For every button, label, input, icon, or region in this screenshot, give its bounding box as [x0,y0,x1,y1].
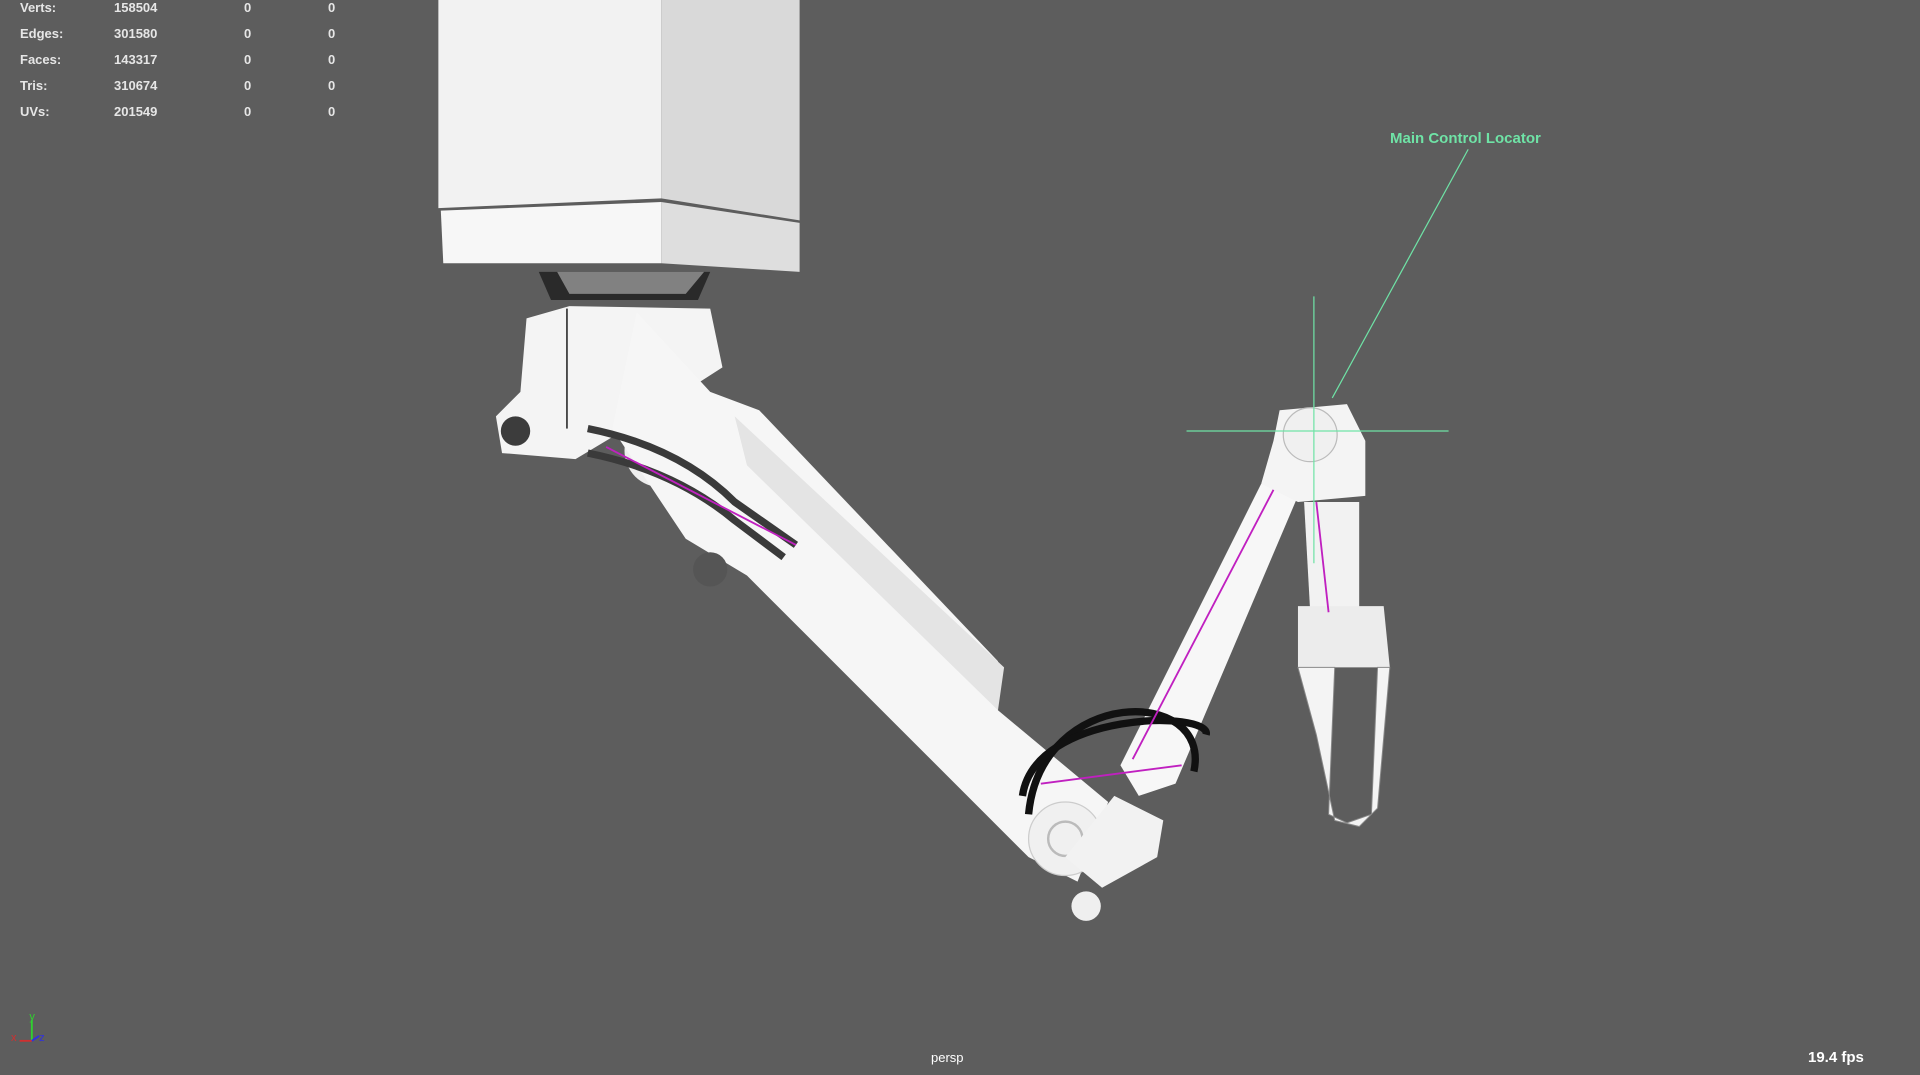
stat-component: 0 [328,52,336,67]
stat-total: 143317 [114,52,158,67]
stat-selected: 0 [244,104,252,119]
stat-component: 0 [328,104,336,119]
stat-total: 310674 [114,78,158,93]
stat-selected: 0 [244,26,252,41]
axis-z-label: z [39,1032,45,1044]
stat-total: 301580 [114,26,158,41]
upper-arm-mesh[interactable] [612,312,1164,921]
stat-selected: 0 [244,52,252,67]
stat-selected: 0 [244,0,252,15]
stat-label: Faces: [20,52,62,67]
stat-component: 0 [328,0,336,15]
axis-y-label: y [29,1011,35,1023]
stat-total: 201549 [114,104,158,119]
hose-upper [587,424,799,548]
locator-label: Main Control Locator [1390,130,1541,147]
stat-row-verts: Verts: 158504 0 0 [0,1,360,17]
stat-row-uvs: UVs: 201549 0 0 [0,105,360,121]
stat-row-faces: Faces: 143317 0 0 [0,53,360,69]
axis-gizmo: y x z [11,1011,45,1044]
stat-component: 0 [328,78,336,93]
axis-x-label: x [11,1032,17,1044]
hose-lower-2 [1018,716,1210,797]
tower-mesh[interactable] [438,0,800,301]
camera-name: persp [931,1050,964,1065]
stat-component: 0 [328,26,336,41]
stat-total: 158504 [114,0,158,15]
ik-lines [605,446,1330,785]
stat-label: Tris: [20,78,48,93]
stat-selected: 0 [244,78,252,93]
hose-lower [1024,708,1199,815]
fps-counter: 19.4 fps [1808,1049,1864,1066]
stat-row-edges: Edges: 301580 0 0 [0,27,360,43]
locator-leader-line [1331,149,1469,399]
main-control-locator[interactable] [1186,149,1469,564]
stat-row-tris: Tris: 310674 0 0 [0,79,360,95]
stat-label: Edges: [20,26,64,41]
stat-label: UVs: [20,104,50,119]
forearm-mesh[interactable] [1120,404,1391,828]
stat-label: Verts: [20,0,57,15]
